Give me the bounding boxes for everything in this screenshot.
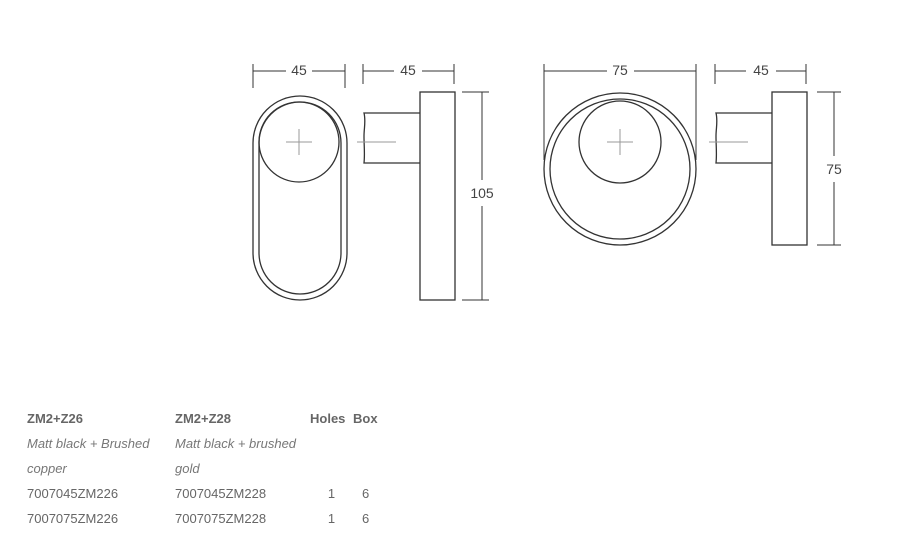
finish-row: copper gold xyxy=(27,456,393,481)
oval-side-view xyxy=(363,91,456,301)
technical-drawing: 45 45 105 75 xyxy=(252,62,842,301)
header-box: Box xyxy=(353,411,378,426)
dim-oval-height xyxy=(462,91,489,301)
dim-oval-depth xyxy=(362,64,455,84)
dim-label-round-depth: 45 xyxy=(753,62,769,78)
oval-side-plate xyxy=(419,91,456,301)
oval-inner-outline xyxy=(258,101,342,295)
product-spec-table: ZM2+Z26 ZM2+Z28 Holes Box Matt black + B… xyxy=(27,406,393,531)
table-row: 7007045ZM226 7007045ZM228 1 6 xyxy=(27,481,393,506)
dim-label-oval-depth: 45 xyxy=(400,62,416,78)
box-value: 6 xyxy=(362,486,370,501)
finish-row: Matt black + Brushed Matt black + brushe… xyxy=(27,431,393,456)
finish-z26-line1: Matt black + Brushed xyxy=(27,436,150,451)
round-side-spindle xyxy=(715,112,772,164)
finish-z26-line2: copper xyxy=(27,461,67,476)
dim-round-depth xyxy=(714,64,807,84)
round-centre-cross xyxy=(607,129,633,155)
dim-label-round-width: 75 xyxy=(612,62,628,78)
header-holes: Holes xyxy=(310,411,346,426)
finish-z28-line2: gold xyxy=(175,461,200,476)
round-knob-circle xyxy=(578,100,662,184)
code-z28: 7007075ZM228 xyxy=(175,511,267,526)
box-value: 6 xyxy=(362,511,370,526)
round-side-plate xyxy=(771,91,808,246)
oval-outer-outline xyxy=(252,95,348,301)
oval-centre-cross xyxy=(286,129,312,155)
round-outer-circle xyxy=(543,92,697,246)
code-z26: 7007075ZM226 xyxy=(27,511,119,526)
dim-label-oval-height: 105 xyxy=(470,185,494,201)
empty-cell xyxy=(353,456,393,481)
code-z28: 7007045ZM228 xyxy=(175,486,267,501)
empty-cell xyxy=(310,431,353,456)
round-side-view xyxy=(715,91,808,246)
empty-cell xyxy=(310,456,353,481)
dim-label-oval-width: 45 xyxy=(291,62,307,78)
dim-round-width xyxy=(543,64,697,160)
code-z26: 7007045ZM226 xyxy=(27,486,119,501)
holes-value: 1 xyxy=(327,486,336,501)
header-zm2-z26: ZM2+Z26 xyxy=(27,411,83,426)
round-front-view xyxy=(543,92,697,246)
oval-front-view xyxy=(252,95,348,301)
finish-z28-line1: Matt black + brushed xyxy=(175,436,297,451)
dim-round-height xyxy=(817,91,841,246)
dim-oval-width xyxy=(252,64,346,88)
round-inner-circle xyxy=(549,98,691,240)
empty-cell xyxy=(353,431,393,456)
table-header-row: ZM2+Z26 ZM2+Z28 Holes Box xyxy=(27,406,393,431)
holes-value: 1 xyxy=(327,511,336,526)
oval-side-spindle xyxy=(363,112,420,164)
oval-knob-circle xyxy=(258,101,340,183)
header-zm2-z28: ZM2+Z28 xyxy=(175,411,231,426)
table-row: 7007075ZM226 7007075ZM228 1 6 xyxy=(27,506,393,531)
dim-label-round-height: 75 xyxy=(826,161,842,177)
